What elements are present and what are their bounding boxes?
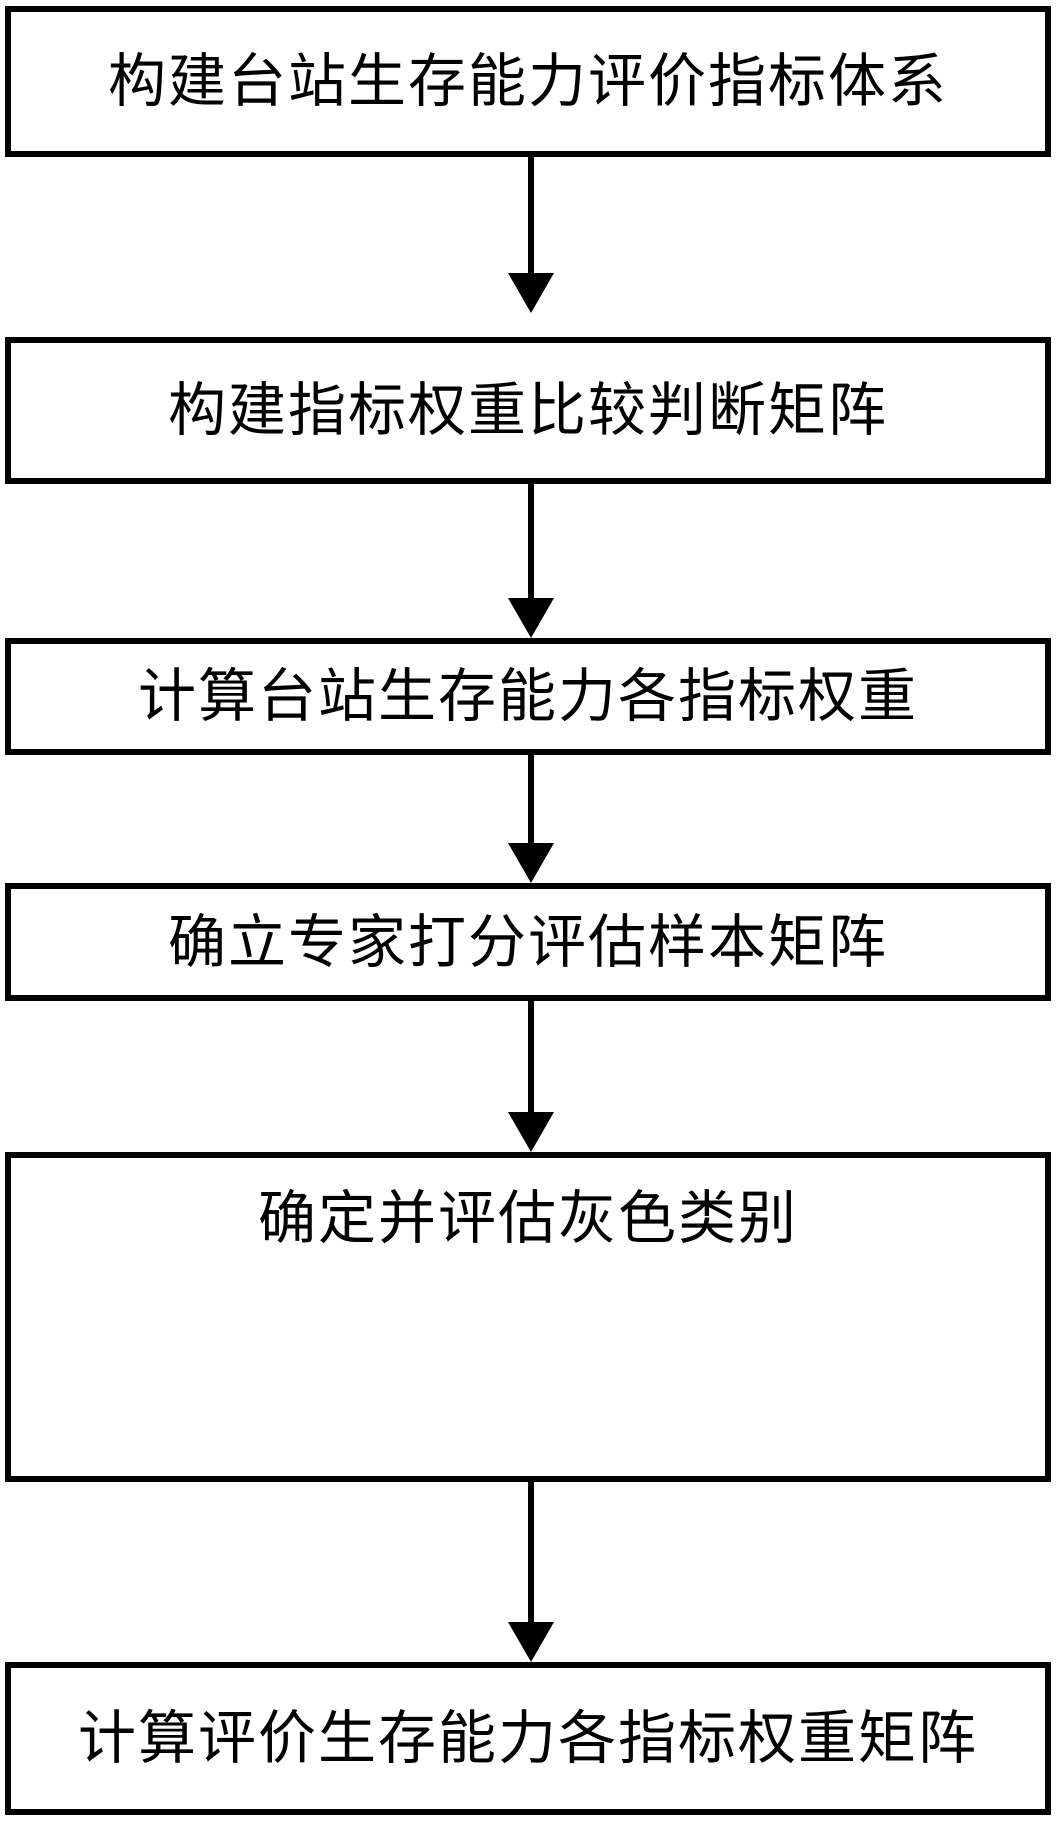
arrow-head-icon — [508, 1112, 554, 1152]
arrow-head-icon — [508, 273, 554, 313]
flow-node-5[interactable]: 确定并评估灰色类别 — [5, 1152, 1051, 1482]
arrow-shaft — [528, 1001, 534, 1112]
flow-node-6-label: 计算评价生存能力各指标权重矩阵 — [77, 1704, 978, 1773]
flow-node-4-label: 确立专家打分评估样本矩阵 — [167, 907, 888, 976]
flow-node-4[interactable]: 确立专家打分评估样本矩阵 — [5, 883, 1051, 1001]
arrow-shaft — [528, 157, 534, 273]
arrow-shaft — [528, 755, 534, 843]
flow-node-3[interactable]: 计算台站生存能力各指标权重 — [5, 638, 1051, 755]
arrow-head-icon — [508, 843, 554, 883]
flow-node-3-label: 计算台站生存能力各指标权重 — [137, 662, 918, 731]
flow-node-6[interactable]: 计算评价生存能力各指标权重矩阵 — [5, 1662, 1051, 1815]
flow-node-2[interactable]: 构建指标权重比较判断矩阵 — [5, 337, 1051, 484]
arrow-shaft — [528, 1482, 534, 1622]
flow-node-1[interactable]: 构建台站生存能力评价指标体系 — [5, 6, 1051, 157]
arrow-shaft — [528, 484, 534, 598]
flow-node-2-label: 构建指标权重比较判断矩阵 — [167, 376, 888, 445]
arrow-head-icon — [508, 598, 554, 638]
flow-node-1-label: 构建台站生存能力评价指标体系 — [107, 47, 948, 116]
flow-node-5-label: 确定并评估灰色类别 — [257, 1184, 798, 1252]
arrow-head-icon — [508, 1622, 554, 1662]
